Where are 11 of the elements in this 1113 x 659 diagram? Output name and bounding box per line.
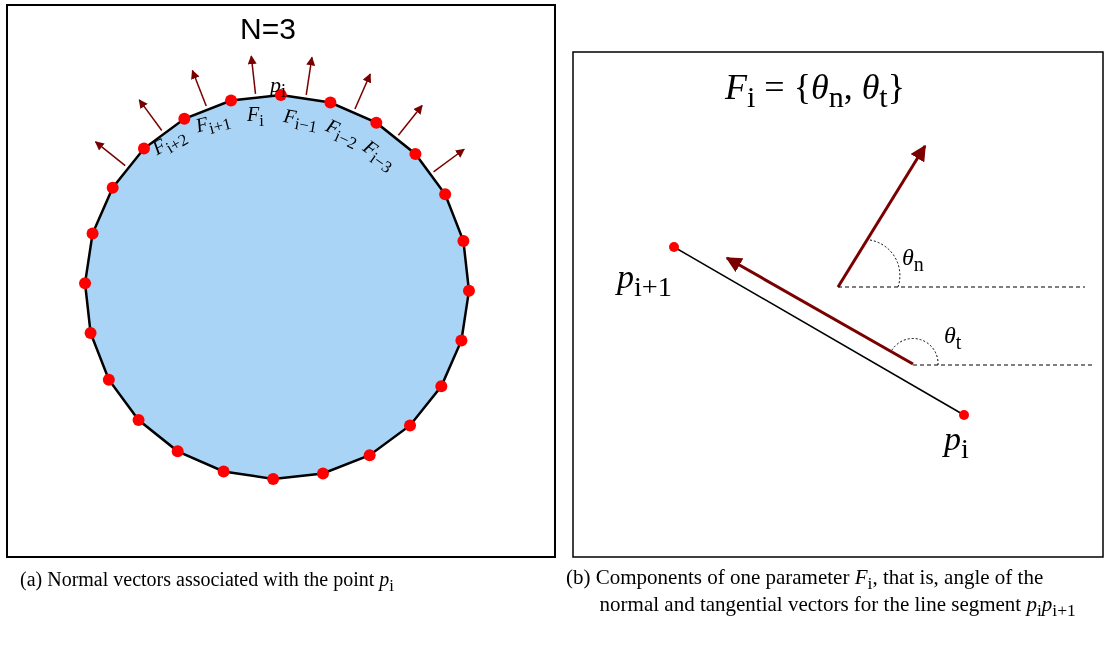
angle-label: θ$_{t}$ xyxy=(944,322,962,353)
figure-caption: (b) Components of one parameter F$_{i}$, that is, angle of the normal and tangential vectors for the line segment p$_{i}$p$_{i+1}$ xyxy=(566,566,1077,621)
parameter-label: F$_{i}$ xyxy=(247,103,264,131)
panel-title: N=3 xyxy=(240,12,296,45)
parameter-label: F$_{i−1}$ xyxy=(281,104,320,137)
figure-caption: (a) Normal vectors associated with the point p$_{i}$ xyxy=(20,568,394,596)
point-label: p$_{i+1}$ xyxy=(617,258,672,302)
formula-label: F$_{i}$ = {θ$_{n}$, θ$_{t}$} xyxy=(725,68,905,114)
angle-label: θ$_{n}$ xyxy=(902,244,924,275)
point-label: p$_{i}$ xyxy=(944,420,969,464)
parameter-label: F$_{i+1}$ xyxy=(193,110,234,140)
